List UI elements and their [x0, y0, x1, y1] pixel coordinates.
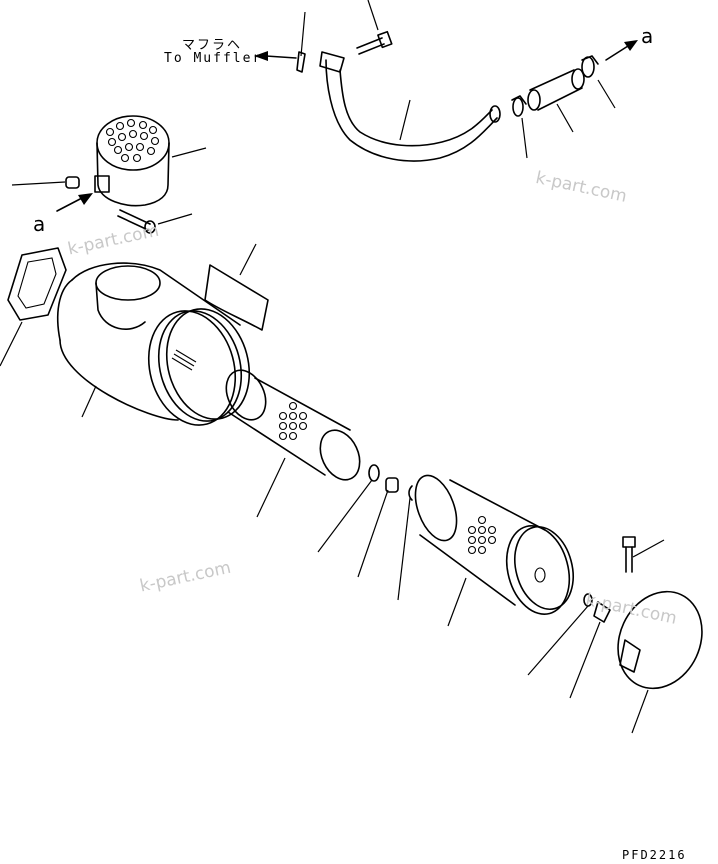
mounting-bolt [622, 536, 636, 573]
muffler-label-en: To Muffler [164, 51, 263, 66]
hose-clamp-left [511, 95, 527, 117]
outer-element [225, 369, 361, 481]
service-indicator-tag [204, 264, 269, 331]
pipe-bolt [356, 30, 393, 55]
reference-label-a-left: a [33, 212, 46, 236]
washer [368, 464, 380, 482]
muffler-label-jp: マフラヘ [182, 38, 243, 53]
drawing-code: PFD2216 [622, 848, 687, 862]
exhaust-pipe [319, 51, 501, 162]
seal-ring [408, 485, 413, 501]
end-cover [617, 590, 703, 690]
air-cleaner-body [56, 262, 251, 426]
precleaner-cap [94, 115, 170, 207]
arrow-to-muffler [254, 51, 297, 61]
arrow-a-left [56, 193, 93, 212]
cap-nut [65, 176, 80, 189]
end-nut [593, 601, 611, 623]
leader-lines [0, 0, 665, 734]
reference-label-a-right: a [641, 24, 654, 48]
rubber-hose [527, 68, 585, 111]
gasket [7, 247, 67, 321]
arrow-a-right [605, 40, 638, 61]
cap-bolt [117, 209, 156, 234]
flap-indicator [296, 51, 306, 73]
hose-clamp-right [581, 55, 599, 78]
inner-element [414, 474, 574, 615]
wing-nut [385, 477, 399, 493]
